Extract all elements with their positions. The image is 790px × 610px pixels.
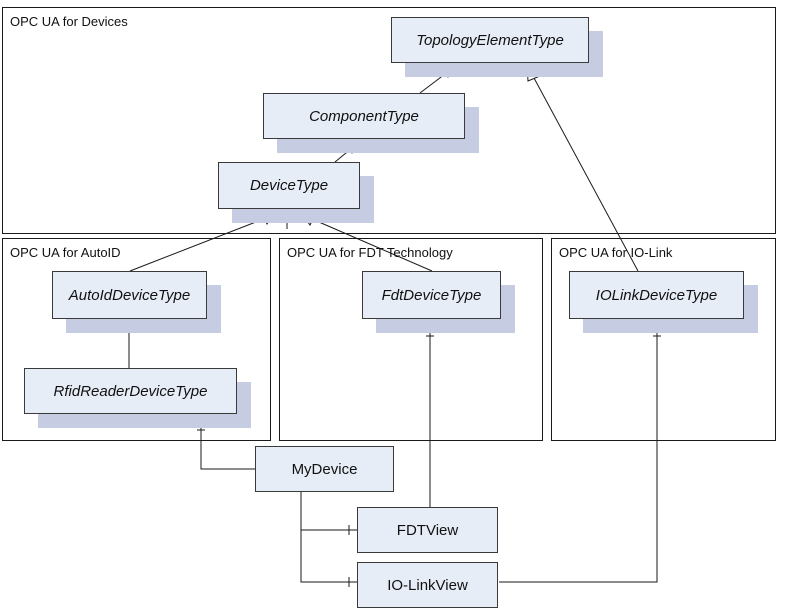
class-component-type: ComponentType [263,93,479,153]
package-devices: OPC UA for Devices [2,7,776,234]
ref-mydevice-to-iolinkview [300,530,357,583]
class-topology-element-type: TopologyElementType [391,17,603,77]
package-iolink: OPC UA for IO-Link [551,238,776,441]
class-label: AutoIdDeviceType [52,271,207,319]
instance-label: FDTView [357,507,498,553]
class-iolink-device-type: IOLinkDeviceType [569,271,758,333]
instance-my-device: MyDevice [255,446,394,492]
package-label: OPC UA for Devices [10,14,128,29]
class-autoid-device-type: AutoIdDeviceType [52,271,221,333]
class-label: DeviceType [218,162,360,209]
instance-iolink-view: IO-LinkView [357,562,498,608]
class-label: ComponentType [263,93,465,139]
class-label: TopologyElementType [391,17,589,63]
class-label: RfidReaderDeviceType [24,368,237,414]
package-label: OPC UA for IO-Link [559,245,673,260]
instance-label: IO-LinkView [357,562,498,608]
inherit-autoid-to-device [129,217,267,272]
class-label: IOLinkDeviceType [569,271,744,319]
class-rfid-reader-device-type: RfidReaderDeviceType [24,368,251,428]
inherit-fdt-to-device [311,218,433,272]
class-device-type: DeviceType [218,162,374,223]
typedef-iolinkview-to-iolink [499,330,658,583]
class-fdt-device-type: FdtDeviceType [362,271,515,333]
typedef-mydevice-to-rfid [200,425,255,470]
package-label: OPC UA for AutoID [10,245,121,260]
package-label: OPC UA for FDT Technology [287,245,453,260]
class-label: FdtDeviceType [362,271,501,319]
instance-label: MyDevice [255,446,394,492]
package-autoid: OPC UA for AutoID [2,238,271,441]
instance-fdt-view: FDTView [357,507,498,553]
ref-mydevice-to-fdtview [300,492,357,531]
package-fdt: OPC UA for FDT Technology [279,238,543,441]
